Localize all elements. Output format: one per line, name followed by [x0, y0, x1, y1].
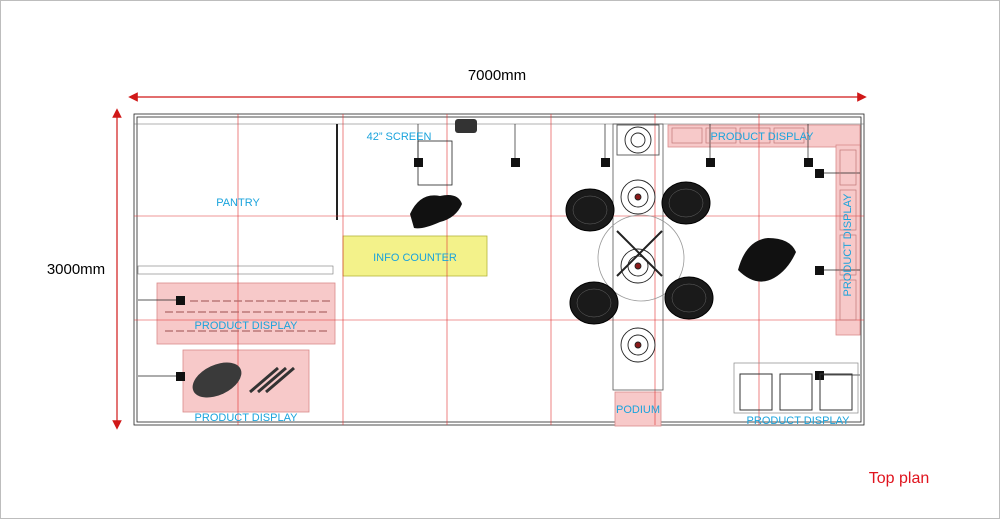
top-right-display-label: PRODUCT DISPLAY	[711, 131, 815, 143]
left-display-upper-area	[156, 282, 336, 345]
right-display-shelves	[671, 127, 857, 321]
top-plan-caption: Top plan	[869, 470, 930, 487]
podium-strip	[612, 123, 664, 391]
left-display-lower-label: PRODUCT DISPLAY	[195, 412, 299, 424]
left-display-upper-label: PRODUCT DISPLAY	[195, 320, 299, 332]
height-dimension: 3000mm	[47, 108, 122, 430]
podium-label: PODIUM	[616, 404, 660, 416]
chair-mesh	[572, 188, 707, 318]
right-display-label: PRODUCT DISPLAY	[842, 193, 854, 297]
booth-outline	[133, 113, 865, 426]
pantry-label: PANTRY	[216, 197, 260, 209]
left-display-dashes	[165, 300, 330, 332]
left-lower-display-items	[192, 362, 295, 398]
person-figures	[410, 195, 796, 282]
screen-label: 42” SCREEN	[367, 131, 432, 143]
wire-stools	[616, 124, 660, 363]
round-table	[597, 214, 685, 302]
info-counter-label: INFO COUNTER	[373, 252, 457, 264]
width-dimension: 7000mm	[128, 67, 867, 102]
bottom-right-display-label: PRODUCT DISPLAY	[747, 415, 851, 427]
podium-area	[614, 391, 662, 427]
top-right-display-area	[667, 124, 861, 148]
width-dimension-label: 7000mm	[468, 67, 526, 84]
bottom-right-display-cubes	[733, 362, 859, 414]
lounge-chairs	[565, 181, 714, 325]
pantry-partition	[137, 124, 338, 275]
screen-stand	[417, 119, 477, 186]
height-dimension-label: 3000mm	[47, 261, 105, 278]
